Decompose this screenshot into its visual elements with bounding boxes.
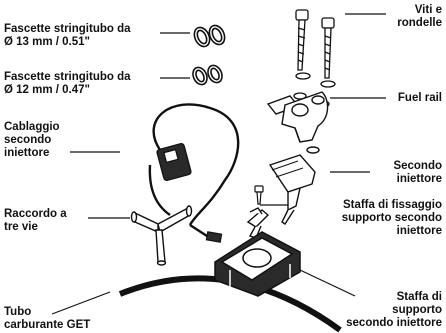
label-line: rondelle xyxy=(397,17,442,29)
hose-clamp-12mm-icon xyxy=(192,64,223,86)
label-line: tre vie xyxy=(4,221,38,233)
label-line: Ø 13 mm / 0.51" xyxy=(4,36,90,48)
label-line: iniettore xyxy=(396,173,442,185)
label-line: Fascette stringitubo da xyxy=(4,71,131,83)
label-bracket-support: Staffa di supporto secondo iniettore xyxy=(346,291,442,330)
label-clamp-12mm: Fascette stringitubo da Ø 12 mm / 0.47" xyxy=(4,71,131,97)
label-line: Fascette stringitubo da xyxy=(4,23,131,35)
label-three-way: Raccordo a tre vie xyxy=(4,208,67,234)
label-line: secondo iniettore xyxy=(346,317,442,329)
label-line: iniettore xyxy=(4,147,50,159)
fuel-rail-icon xyxy=(266,91,329,143)
label-fuel-rail: Fuel rail xyxy=(398,92,442,105)
label-line: supporto secondo xyxy=(341,212,442,224)
label-bracket-clip: Staffa di fissaggio supporto secondo ini… xyxy=(342,199,442,238)
label-line: Tubo xyxy=(4,306,32,318)
three-way-connector-icon xyxy=(130,205,193,266)
label-line: Raccordo a xyxy=(4,208,67,220)
label-fuel-hose: Tubo carburante GET xyxy=(4,306,90,332)
second-injector-icon xyxy=(268,146,320,225)
label-line: Staffa di xyxy=(396,291,442,303)
label-line: supporto xyxy=(392,304,442,316)
label-clamp-13mm: Fascette stringitubo da Ø 13 mm / 0.51" xyxy=(4,23,131,49)
label-line: Fuel rail xyxy=(397,92,442,104)
screws-and-washers-icon xyxy=(293,9,336,108)
small-screw-icon xyxy=(254,185,264,205)
label-line: Ø 12 mm / 0.47" xyxy=(4,84,90,96)
bracket-support-icon xyxy=(214,231,301,297)
label-line: secondo xyxy=(4,134,52,146)
label-line: Viti e xyxy=(414,4,442,16)
hose-clamp-13mm-icon xyxy=(193,24,226,48)
harness-icon xyxy=(148,103,240,243)
leader-lines xyxy=(51,13,386,315)
label-line: Secondo xyxy=(393,160,442,172)
label-line: iniettore xyxy=(396,225,442,237)
label-second-injector: Secondo iniettore xyxy=(393,160,442,186)
label-screws: Viti e rondelle xyxy=(397,4,442,30)
label-line: carburante GET xyxy=(4,319,91,331)
label-line: Cablaggio xyxy=(4,121,60,133)
label-harness: Cablaggio secondo iniettore xyxy=(4,121,60,160)
label-line: Staffa di fissaggio xyxy=(342,199,442,211)
